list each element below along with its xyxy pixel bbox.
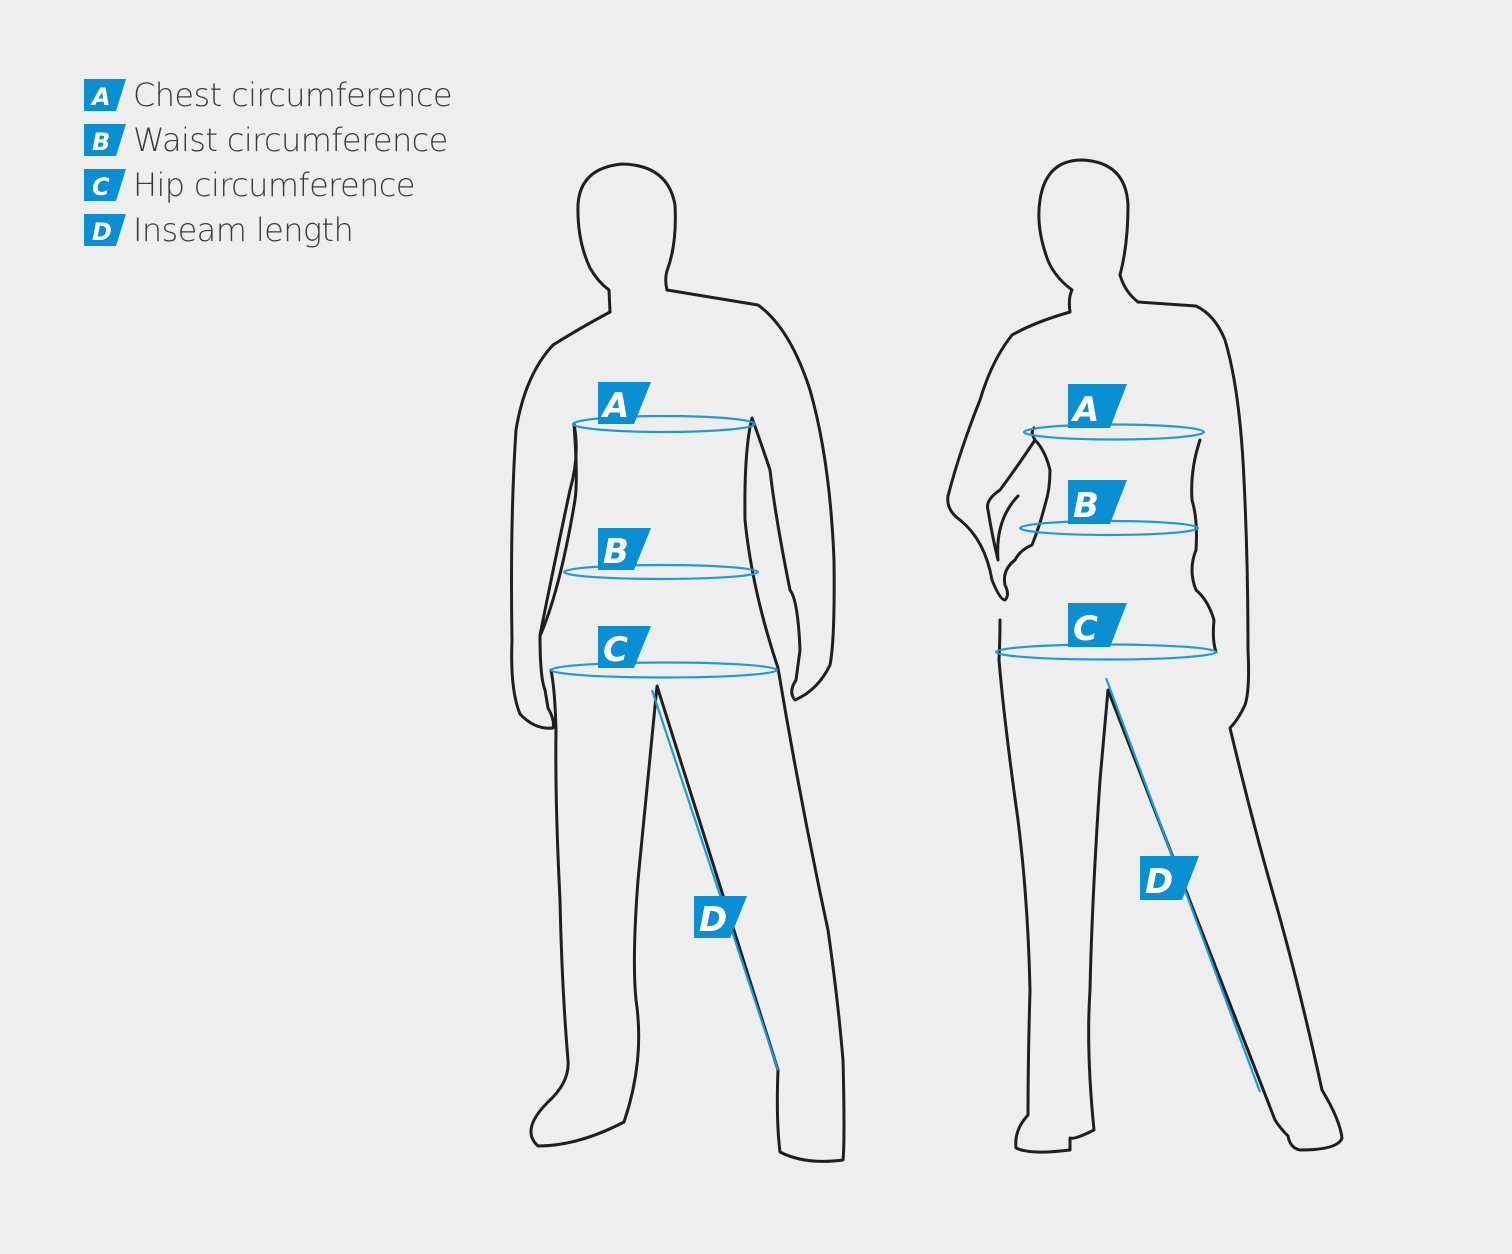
svg-text:B: B xyxy=(92,128,110,156)
female-badge-c: C xyxy=(1068,603,1127,649)
female-head-outline xyxy=(1037,158,1140,314)
svg-text:B: B xyxy=(1073,486,1099,526)
legend-label-hip: Hip circumference xyxy=(133,165,415,204)
legend-badge-a: A xyxy=(84,78,126,111)
male-chest-measure-line xyxy=(571,414,757,434)
svg-text:A: A xyxy=(1070,390,1099,430)
measurement-legend: A Chest circumference B Waist circumfere… xyxy=(84,72,453,252)
svg-text:B: B xyxy=(603,532,629,572)
male-inseam-measure-line xyxy=(650,689,780,1071)
svg-text:A: A xyxy=(600,386,629,426)
legend-item-inseam: D Inseam length xyxy=(84,207,452,252)
legend-item-hip: C Hip circumference xyxy=(84,162,452,207)
svg-text:A: A xyxy=(90,83,111,111)
legend-badge-d: D xyxy=(84,213,126,246)
svg-text:D: D xyxy=(699,900,727,940)
svg-text:C: C xyxy=(603,630,628,670)
male-body-outline xyxy=(510,288,846,1163)
svg-text:D: D xyxy=(92,218,112,246)
legend-label-chest: Chest circumference xyxy=(133,75,453,114)
svg-text:C: C xyxy=(92,173,110,201)
male-head-outline xyxy=(576,162,677,314)
svg-text:C: C xyxy=(1073,609,1098,649)
legend-badge-b: B xyxy=(84,123,126,156)
female-badge-a: A xyxy=(1068,384,1127,430)
legend-label-waist: Waist circumference xyxy=(133,120,448,159)
female-figure: A B C D xyxy=(946,158,1344,1154)
male-badge-b: B xyxy=(598,528,651,572)
legend-item-chest: A Chest circumference xyxy=(84,72,453,117)
male-badge-a: A xyxy=(598,382,651,426)
legend-item-waist: B Waist circumference xyxy=(84,117,452,162)
male-hip-measure-line xyxy=(549,661,779,679)
female-badge-d: D xyxy=(1140,856,1199,902)
female-right-arm-inner xyxy=(1190,438,1218,654)
female-body-outline xyxy=(946,300,1344,1154)
male-figure: A B C D xyxy=(510,162,846,1163)
male-waist-measure-line xyxy=(562,563,760,581)
female-badge-b: B xyxy=(1068,480,1127,526)
male-left-arm-inner xyxy=(538,422,578,638)
female-chest-measure-line xyxy=(1022,423,1206,441)
svg-text:D: D xyxy=(1145,862,1173,902)
legend-label-inseam: Inseam length xyxy=(133,210,354,249)
male-badge-d: D xyxy=(694,896,747,940)
male-badge-c: C xyxy=(598,626,651,670)
legend-badge-c: C xyxy=(84,168,126,201)
